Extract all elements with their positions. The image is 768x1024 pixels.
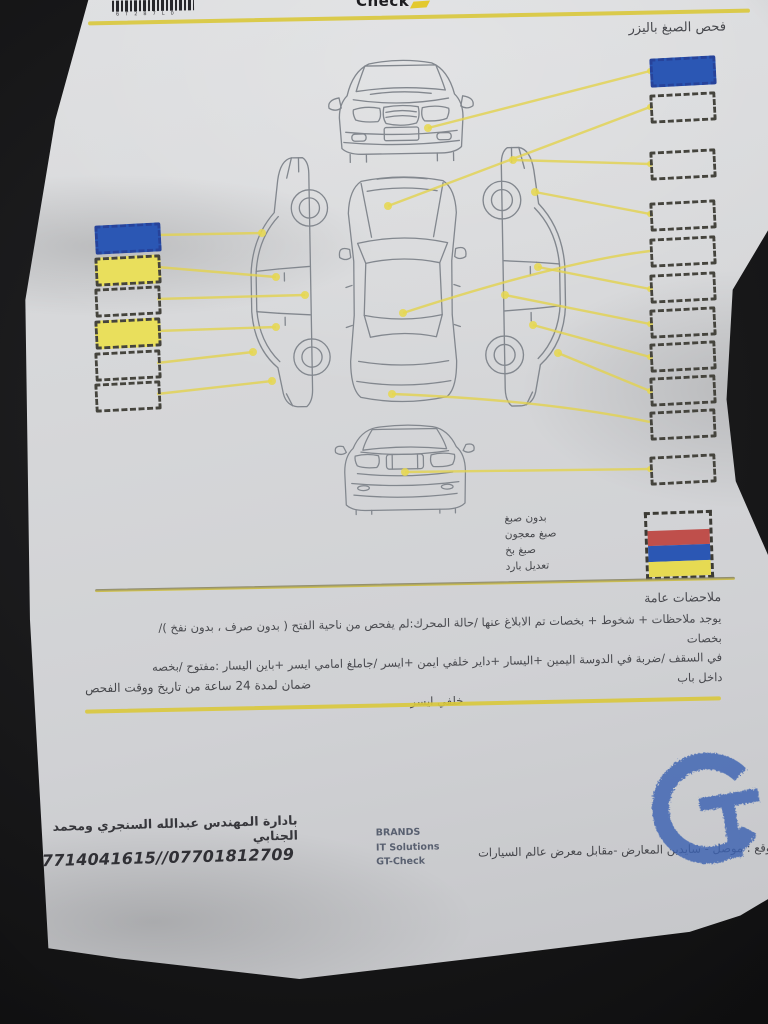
- inspection-box-none: [649, 148, 717, 181]
- inspection-box-none: [94, 349, 162, 382]
- page-title: فحص الصبغ باليزر: [628, 19, 727, 37]
- brand-line-1: BRANDS: [375, 826, 421, 839]
- legend-label: تعديل بارد: [505, 559, 550, 573]
- inspection-box-none: [649, 91, 717, 124]
- management-names: بادارة المهندس عبدالله السنجري ومحمد الج…: [52, 812, 299, 844]
- inspection-box-none: [94, 285, 162, 318]
- car-side-view-right-diagram: [482, 146, 567, 407]
- car-side-view-left-diagram: [250, 157, 331, 408]
- inspection-box-none: [649, 340, 717, 373]
- brand-line-2: IT Solutions: [375, 841, 440, 854]
- inspection-box-none: [649, 199, 717, 232]
- inspection-box-yellow: [94, 317, 162, 350]
- inspection-box-yellow: [94, 254, 162, 287]
- car-top-view-diagram: [338, 176, 467, 403]
- inspection-box-blue: [649, 55, 717, 88]
- brand-block: BRANDS IT Solutions GT-Check: [376, 825, 440, 870]
- inspection-box-none: [649, 271, 717, 304]
- car-rear-view-diagram: [334, 424, 475, 516]
- inspection-box-blue: [94, 222, 162, 255]
- brand-line-3: GT-Check: [376, 856, 426, 868]
- inspection-box-none: [649, 374, 717, 407]
- gtcheck-logo-text: Check: [356, 0, 410, 10]
- gtcheck-logo: Check: [356, 0, 436, 10]
- barcode-digits: 6T287L0: [115, 10, 180, 18]
- inspection-box-none: [649, 235, 717, 268]
- paint-legend-swatches: [643, 509, 715, 581]
- gt-stamp: [652, 752, 760, 864]
- inspection-box-none: [649, 306, 717, 339]
- car-front-view-diagram: [328, 59, 474, 164]
- inspection-box-none: [94, 380, 162, 413]
- management-block: بادارة المهندس عبدالله السنجري ومحمد الج…: [29, 813, 298, 871]
- inspection-box-none: [649, 453, 717, 486]
- legend-swatch: [648, 559, 712, 578]
- inspection-box-none: [649, 408, 717, 441]
